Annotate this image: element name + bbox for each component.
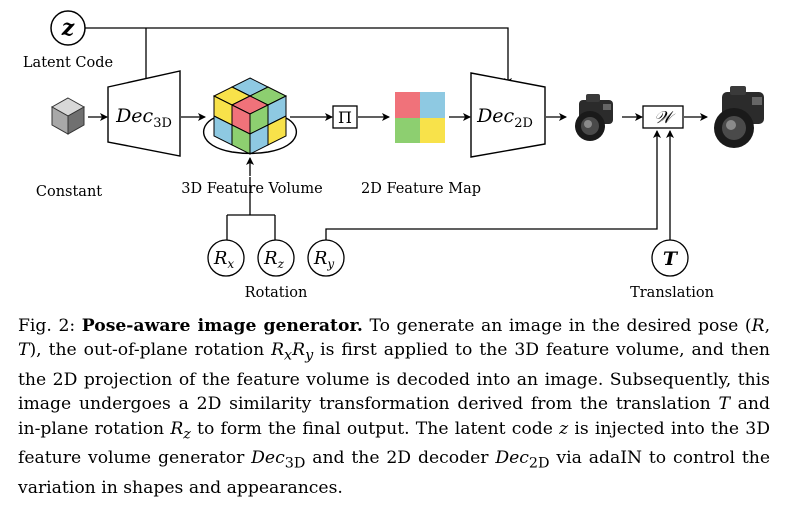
rx-sub: x: [227, 257, 234, 271]
z-to-dec3d-line: [85, 27, 512, 86]
ry-main: R: [313, 248, 328, 269]
dec2d-main: Dec: [476, 105, 514, 127]
caption-text-1: To generate an image in the desired pose…: [362, 316, 752, 336]
warp-box: [642, 105, 684, 129]
dec3d-block: [107, 70, 181, 157]
rotation-branch-horizontal: [226, 214, 276, 241]
dec2d-label: Dec2D: [476, 105, 533, 131]
caption-dec2d: Dec: [495, 448, 529, 469]
projection-box: [332, 105, 358, 129]
ry-sub: y: [326, 257, 334, 271]
rotation-ellipse: [203, 117, 297, 155]
constant-label: Constant: [36, 184, 102, 200]
dec2d-block: [470, 72, 546, 158]
dec2d-sub: 2D: [514, 116, 533, 131]
caption-comma: ,: [764, 316, 771, 336]
ry-label: Ry: [313, 248, 335, 271]
feature-map-grid: [395, 92, 445, 143]
translation-label: Translation: [630, 285, 714, 301]
caption-title: Pose-aware image generator.: [81, 316, 363, 336]
feature-volume-cube: [212, 77, 288, 155]
caption-dec2d-sub: 2D: [528, 455, 550, 472]
feature-volume-label: 3D Feature Volume: [181, 181, 322, 197]
caption-t: T: [18, 340, 30, 361]
caption-fig-label: Fig. 2:: [18, 316, 76, 336]
caption-text-6: is injected into the 3D feature volume g…: [18, 418, 770, 469]
projection-symbol: Π: [338, 108, 352, 127]
caption-ry-sub: y: [305, 347, 314, 364]
generated-camera-image: [575, 94, 613, 141]
caption-z: z: [559, 418, 569, 439]
latent-z-symbol: z: [61, 15, 75, 41]
dec3d-label: Dec3D: [115, 105, 172, 131]
caption-dec3d-sub: 3D: [284, 455, 306, 472]
caption-rx: R: [271, 340, 285, 361]
dec3d-sub: 3D: [153, 116, 172, 131]
caption-rz: R: [170, 418, 184, 439]
caption-text-3: is first applied to the 3D feature volum…: [18, 340, 770, 415]
caption-text-7: and the 2D decoder: [305, 448, 496, 469]
caption-rz-sub: z: [183, 426, 191, 443]
rz-node: [257, 239, 295, 277]
caption-text-8: via adaIN to control the variation in sh…: [18, 448, 770, 499]
caption-text-5: to form the final output. The latent cod…: [190, 418, 560, 439]
rx-main: R: [213, 248, 228, 269]
caption-ry: R: [292, 340, 306, 361]
rz-sub: z: [277, 257, 285, 271]
feature-map-label: 2D Feature Map: [361, 181, 481, 197]
dec3d-main: Dec: [115, 105, 153, 127]
figure-caption: Fig. 2: Pose-aware image generator. To g…: [18, 314, 770, 500]
caption-text-4: and in-plane rotation: [18, 394, 770, 439]
latent-code-label: Latent Code: [23, 55, 113, 71]
rotation-label: Rotation: [245, 285, 308, 301]
caption-r: R: [751, 316, 765, 336]
caption-dec3d: Dec: [251, 448, 285, 469]
t-symbol: T: [663, 248, 679, 270]
warp-symbol: 𝒲: [654, 108, 676, 128]
caption-rx-sub: x: [284, 347, 293, 364]
ry-to-warp-line: [325, 130, 661, 240]
caption-t2: T: [718, 394, 730, 415]
pose-aware-generator-diagram: z Latent Code Constant Dec3D 3D Feature …: [23, 10, 764, 301]
rz-label: Rz: [263, 248, 285, 271]
rx-node: [207, 239, 245, 277]
rz-main: R: [263, 248, 278, 269]
constant-cube-icon: [50, 97, 86, 135]
caption-text-2: ), the out-of-plane rotation: [29, 340, 272, 361]
rx-label: Rx: [213, 248, 235, 271]
output-camera-image: [714, 86, 764, 148]
